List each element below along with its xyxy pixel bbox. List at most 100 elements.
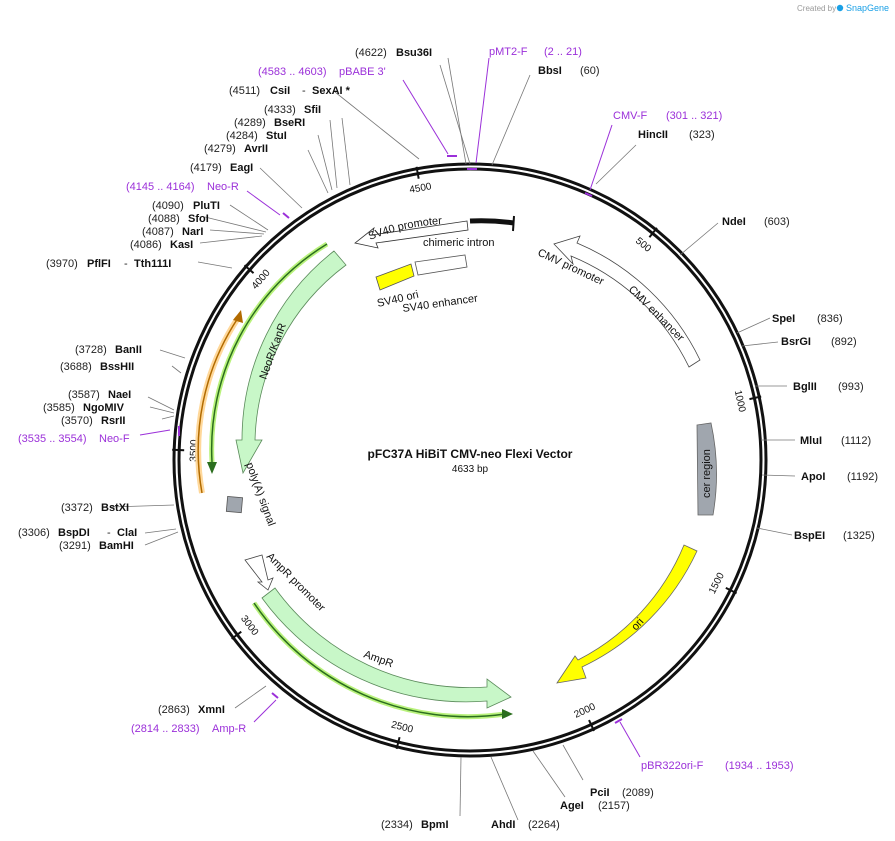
snapgene-logo-icon bbox=[836, 4, 844, 12]
polya-signal-box bbox=[225, 495, 244, 514]
enzyme-name-banii[interactable]: BanII bbox=[115, 344, 142, 356]
enzyme-name-ahdi[interactable]: AhdI bbox=[491, 819, 515, 831]
enzyme-name-sexai[interactable]: SexAI * bbox=[312, 85, 351, 97]
enzyme-name-bsrgi[interactable]: BsrGI bbox=[781, 336, 811, 348]
enzyme-name-spei[interactable]: SpeI bbox=[772, 313, 795, 325]
enzyme-name-naei[interactable]: NaeI bbox=[108, 389, 131, 401]
primer-name-pmt2f[interactable]: pMT2-F bbox=[489, 46, 528, 58]
enzyme-pos-bsrgi: (892) bbox=[831, 336, 857, 348]
enzyme-name-stui[interactable]: StuI bbox=[266, 130, 287, 142]
plasmid-name: pFC37A HiBiT CMV-neo Flexi Vector bbox=[368, 447, 573, 461]
primer-labels: pMT2-F (2 .. 21) (4583 .. 4603) pBABE 3'… bbox=[18, 46, 794, 772]
enzyme-name-bseri[interactable]: BseRI bbox=[274, 117, 305, 129]
primer-name-pbabe3[interactable]: pBABE 3' bbox=[339, 66, 386, 78]
primer-marks bbox=[178, 155, 623, 724]
primer-range-pbr322orif: (1934 .. 1953) bbox=[725, 760, 794, 772]
enzyme-pos-csii: (4511) bbox=[229, 85, 260, 97]
ampr-orf-line bbox=[253, 602, 506, 718]
orange-orf-arrowhead bbox=[233, 310, 243, 323]
enzyme-pos-banii: (3728) bbox=[75, 344, 107, 356]
enzyme-name-avrii[interactable]: AvrII bbox=[244, 143, 268, 155]
enzyme-name-xmni[interactable]: XmnI bbox=[198, 704, 225, 716]
enzyme-pos-ndei: (603) bbox=[764, 216, 790, 228]
enzyme-name-bpmi[interactable]: BpmI bbox=[421, 819, 449, 831]
primer-range-neof: (3535 .. 3554) bbox=[18, 433, 87, 445]
primer-name-ampr[interactable]: Amp-R bbox=[212, 723, 246, 735]
enzyme-name-csii[interactable]: CsiI bbox=[270, 85, 290, 97]
enzyme-name-pflfi[interactable]: PflFI bbox=[87, 258, 111, 270]
primer-name-neor[interactable]: Neo-R bbox=[207, 181, 239, 193]
enzyme-labels: (4622) Bsu36I BbsI (60) (4511) CsiI - Se… bbox=[18, 47, 878, 831]
enzyme-name-agei[interactable]: AgeI bbox=[560, 800, 584, 812]
credit-brand: SnapGene bbox=[846, 3, 889, 13]
enzyme-name-pcii[interactable]: PciI bbox=[590, 787, 610, 799]
enzyme-pos-bspdi: (3306) bbox=[18, 527, 50, 539]
primer-name-neof[interactable]: Neo-F bbox=[99, 433, 130, 445]
enzyme-name-sfii[interactable]: SfiI bbox=[304, 104, 321, 116]
enzyme-name-bglii[interactable]: BglII bbox=[793, 381, 817, 393]
primer-range-pbabe3: (4583 .. 4603) bbox=[258, 66, 327, 78]
enzyme-name-clai[interactable]: ClaI bbox=[117, 527, 137, 539]
enzyme-pos-spei: (836) bbox=[817, 313, 843, 325]
neor-kanr-arrow bbox=[235, 250, 347, 475]
neor-orf-arrowhead bbox=[207, 462, 217, 474]
enzyme-pos-kasi: (4086) bbox=[130, 239, 162, 251]
tick-label-3000: 3000 bbox=[238, 614, 260, 639]
enzyme-name-bbsi[interactable]: BbsI bbox=[538, 65, 562, 77]
enzyme-name-bspei[interactable]: BspEI bbox=[794, 530, 825, 542]
enzyme-pos-bseri: (4289) bbox=[234, 117, 266, 129]
enzyme-name-pluti[interactable]: PluTI bbox=[193, 200, 220, 212]
enzyme-pos-mlui: (1112) bbox=[841, 435, 871, 447]
enzyme-name-ndei[interactable]: NdeI bbox=[722, 216, 746, 228]
enzyme-dash-sexai: - bbox=[302, 85, 306, 97]
enzyme-name-tth111i[interactable]: Tth111I bbox=[134, 258, 171, 270]
enzyme-dash-tth111i: - bbox=[124, 258, 128, 270]
primer-range-cmvf: (301 .. 321) bbox=[666, 110, 722, 122]
enzyme-pos-avrii: (4279) bbox=[204, 143, 236, 155]
primer-name-pbr322orif[interactable]: pBR322ori-F bbox=[641, 760, 704, 772]
enzyme-pos-naei: (3587) bbox=[68, 389, 100, 401]
enzyme-name-kasi[interactable]: KasI bbox=[170, 239, 193, 251]
tick-label-4000: 4000 bbox=[250, 267, 273, 291]
tick-label-4500: 4500 bbox=[409, 181, 433, 196]
enzyme-name-bspdi[interactable]: BspDI bbox=[58, 527, 90, 539]
ampr-promoter-arrow bbox=[244, 554, 274, 591]
polya-signal-label: poly(A) signal bbox=[243, 461, 277, 528]
enzyme-pos-bpmi: (2334) bbox=[381, 819, 413, 831]
enzyme-name-sfoi[interactable]: SfoI bbox=[188, 213, 209, 225]
enzyme-pos-bbsi: (60) bbox=[580, 65, 600, 77]
tick-label-1500: 1500 bbox=[707, 571, 727, 596]
tick-mark-4500 bbox=[415, 166, 420, 179]
enzyme-pos-pflfi: (3970) bbox=[46, 258, 78, 270]
tick-mark-1000 bbox=[749, 395, 762, 401]
enzyme-dash-clai: - bbox=[107, 527, 111, 539]
enzyme-name-rsrii[interactable]: RsrII bbox=[101, 415, 125, 427]
enzyme-name-bsu36i[interactable]: Bsu36I bbox=[396, 47, 432, 59]
enzyme-name-eagi[interactable]: EagI bbox=[230, 162, 253, 174]
enzyme-name-mlui[interactable]: MluI bbox=[800, 435, 822, 447]
tick-label-500: 500 bbox=[633, 236, 653, 255]
primer-name-cmvf[interactable]: CMV-F bbox=[613, 110, 648, 122]
plasmid-size: 4633 bp bbox=[452, 464, 489, 475]
enzyme-pos-eagi: (4179) bbox=[190, 162, 222, 174]
enzyme-name-apoi[interactable]: ApoI bbox=[801, 471, 825, 483]
enzyme-name-bsshii[interactable]: BssHII bbox=[100, 361, 134, 373]
tick-label-3500: 3500 bbox=[188, 439, 200, 462]
enzyme-pos-ahdi: (2264) bbox=[528, 819, 560, 831]
chimeric-intron-end bbox=[512, 215, 515, 232]
enzyme-pos-bglii: (993) bbox=[838, 381, 864, 393]
leader-lines bbox=[109, 57, 796, 821]
sv40-enhancer-box bbox=[414, 254, 468, 276]
enzyme-name-ngomiv[interactable]: NgoMIV bbox=[83, 402, 125, 414]
enzyme-name-nari[interactable]: NarI bbox=[182, 226, 203, 238]
tick-mark-3000 bbox=[231, 630, 242, 640]
credit-text: Created by bbox=[797, 4, 836, 13]
enzyme-name-hincii[interactable]: HincII bbox=[638, 129, 668, 141]
primer-range-pmt2f: (2 .. 21) bbox=[544, 46, 582, 58]
tick-label-1000: 1000 bbox=[732, 389, 748, 414]
enzyme-name-bamhi[interactable]: BamHI bbox=[99, 540, 134, 552]
enzyme-pos-hincii: (323) bbox=[689, 129, 715, 141]
orange-orf-line bbox=[197, 317, 239, 494]
enzyme-pos-bstxi: (3372) bbox=[61, 502, 93, 514]
enzyme-name-bstxi[interactable]: BstXI bbox=[101, 502, 129, 514]
